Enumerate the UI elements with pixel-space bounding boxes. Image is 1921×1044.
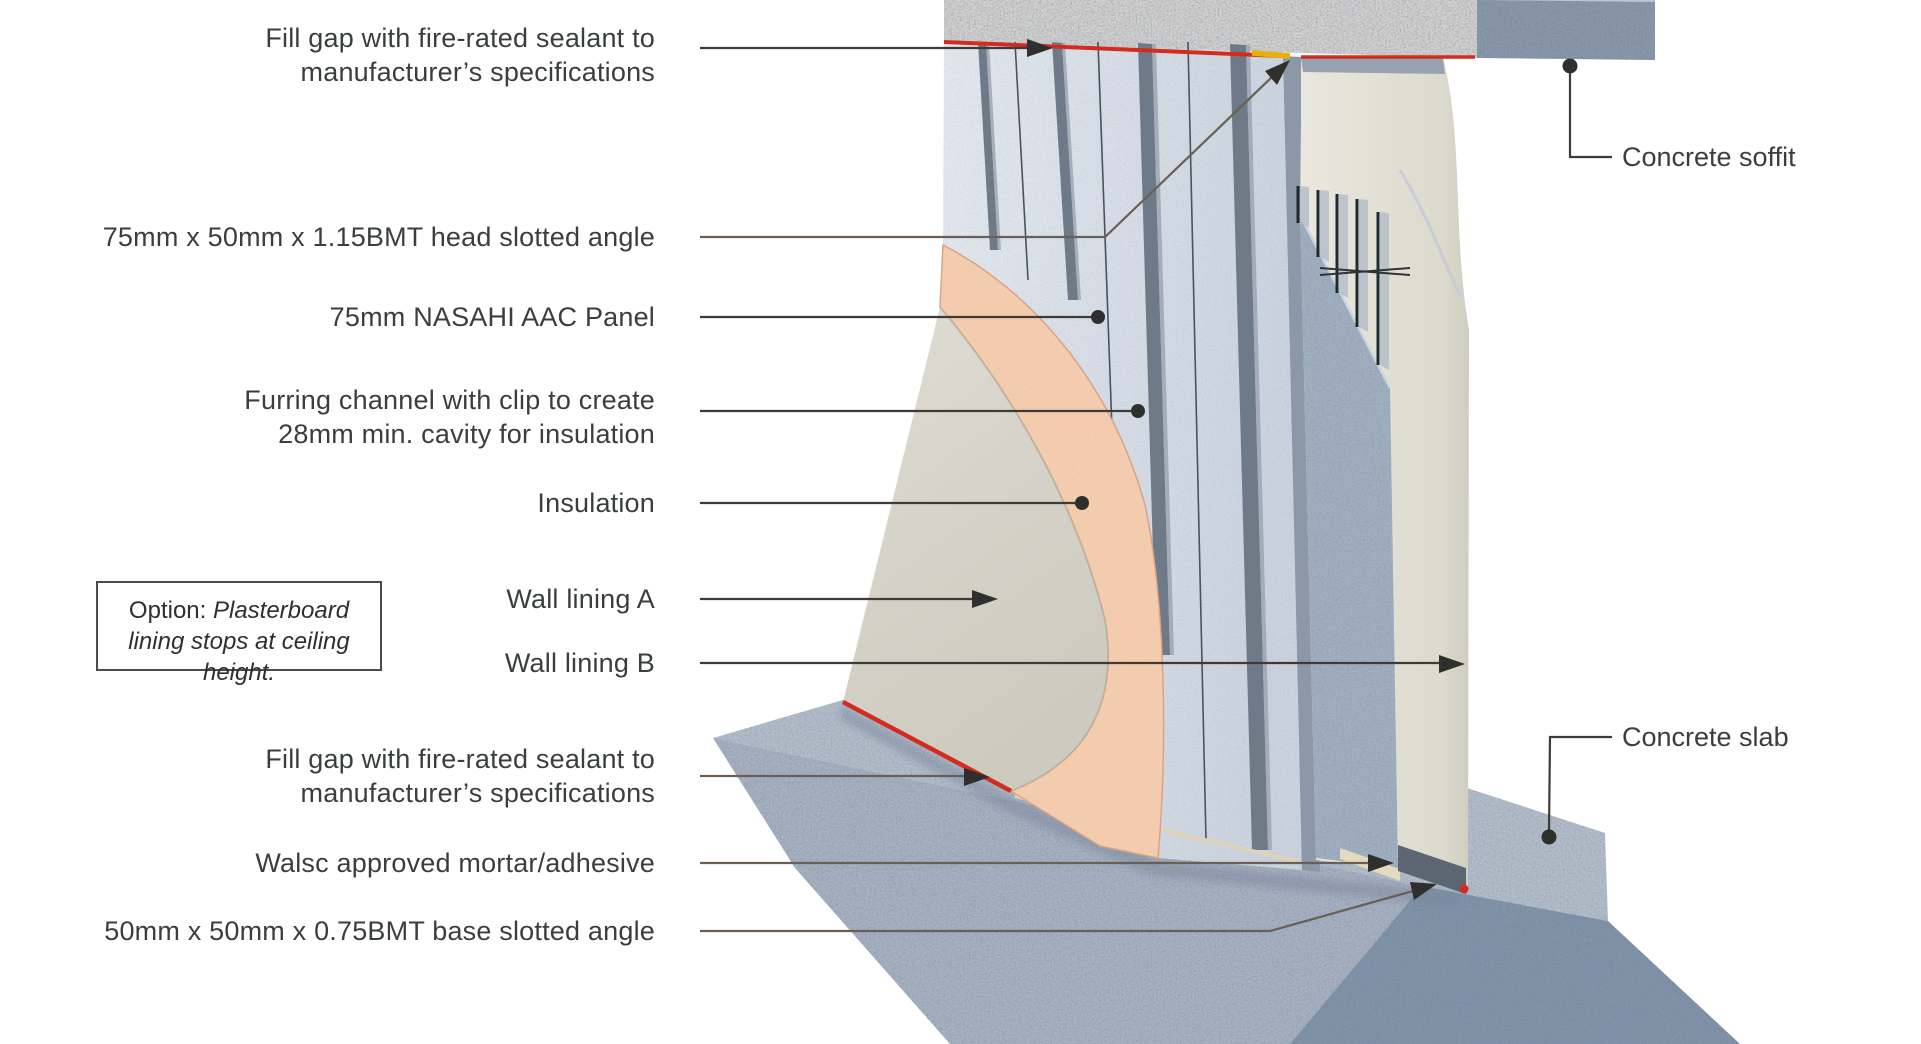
furring-channels-a [978, 42, 1268, 850]
label-furring: Furring channel with clip to create 28mm… [244, 385, 655, 449]
leader-lines [700, 46, 1612, 933]
option-note-text: Plasterboard lining stops at ceiling hei… [128, 597, 350, 686]
label-wall-lining-b: Wall lining B [504, 648, 655, 678]
furring-channels-b [1296, 186, 1411, 370]
head-angle-sealant-yellow [1251, 50, 1291, 59]
label-insulation: Insulation [537, 488, 655, 518]
leader-arrowheads [964, 39, 1465, 900]
label-head-angle: 75mm x 50mm x 1.15BMT head slotted angle [102, 222, 655, 252]
label-aac-panel: 75mm NASAHI AAC Panel [329, 302, 655, 332]
label-concrete-slab: Concrete slab [1622, 722, 1789, 752]
label-base-angle: 50mm x 50mm x 0.75BMT base slotted angle [104, 916, 655, 946]
lining-b-top-edge [1301, 58, 1445, 74]
sealant-dot [1459, 884, 1469, 894]
label-fill-gap-top: Fill gap with fire-rated sealant to manu… [265, 23, 655, 87]
label-mortar: Walsc approved mortar/adhesive [255, 848, 655, 878]
label-concrete-soffit: Concrete soffit [1622, 142, 1796, 172]
leader-dots [1075, 58, 1578, 845]
wall-lining-b-graphic [1296, 58, 1469, 894]
option-note-box: Option: Plasterboard lining stops at cei… [96, 581, 382, 686]
concrete-soffit-graphic [944, 0, 1655, 60]
sealant-top-lines [943, 40, 1475, 59]
option-note-label: Option: [128, 597, 207, 624]
base-slotted-angle-graphic [1398, 845, 1466, 894]
label-fill-gap-bottom: Fill gap with fire-rated sealant to manu… [265, 744, 655, 808]
label-wall-lining-a: Wall lining A [506, 584, 655, 614]
aac-edge-band [1283, 56, 1320, 872]
